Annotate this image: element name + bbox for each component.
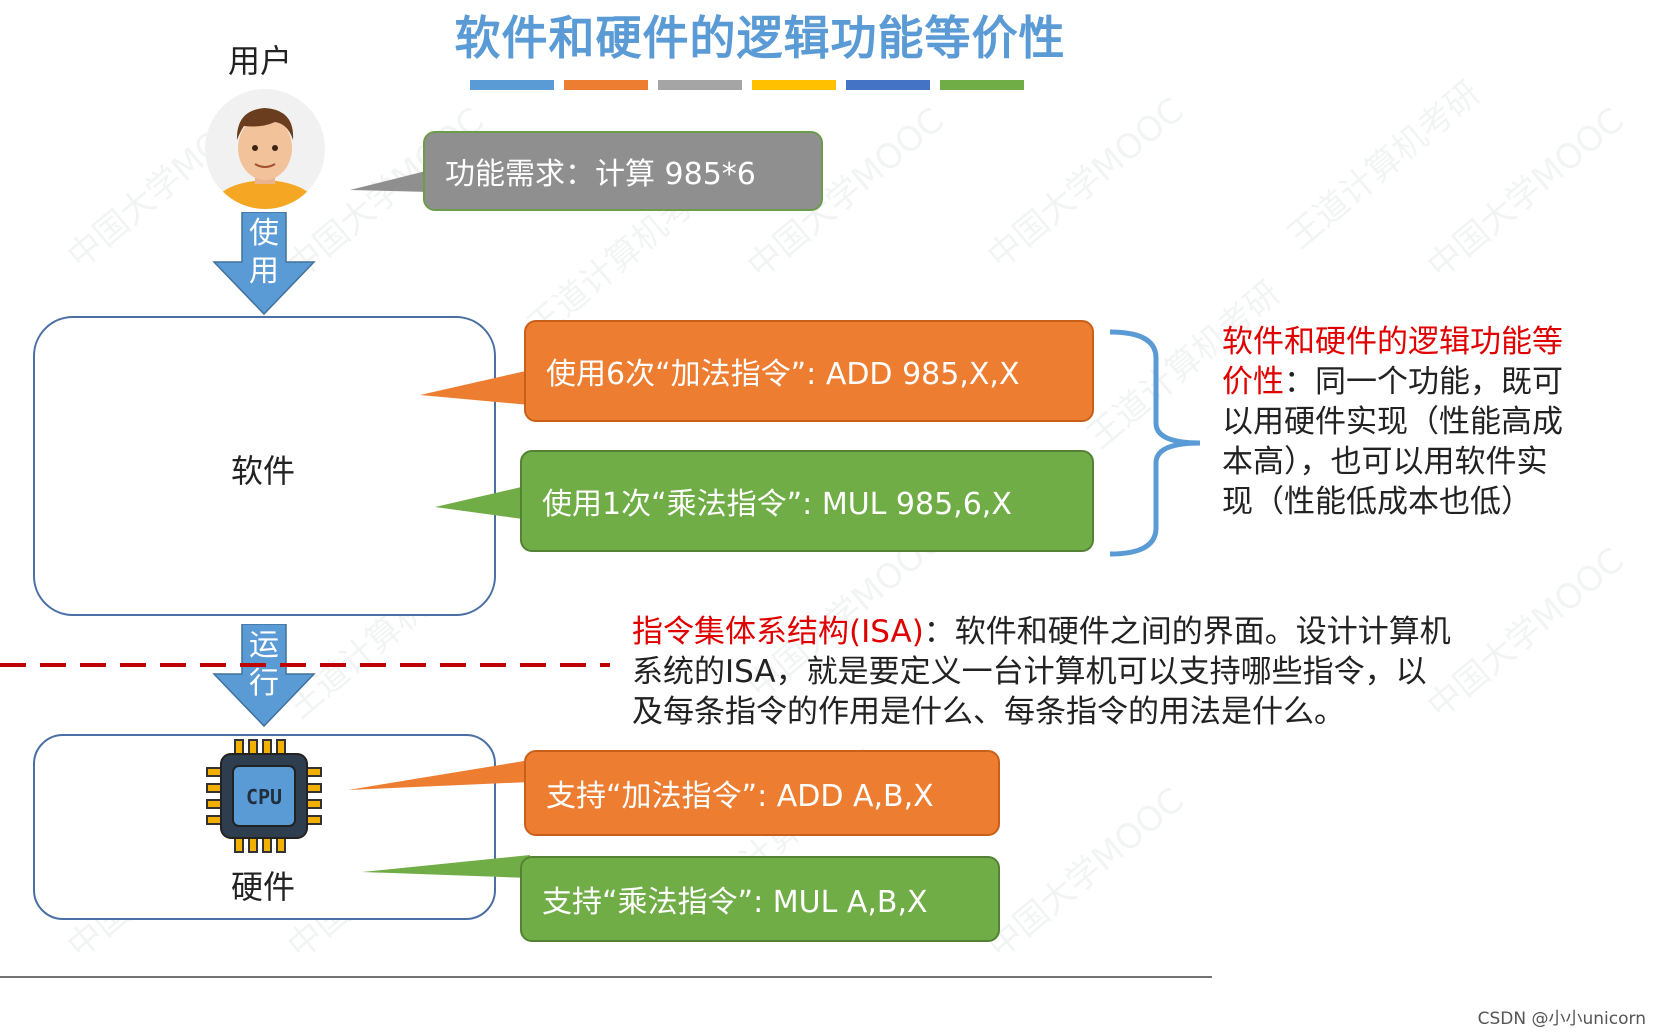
title-color-bar [470,80,1024,90]
mul-instruction-support-bubble: 支持“乘法指令”: MUL A,B,X [520,856,1000,942]
equivalence-note: 软件和硬件的逻辑功能等 价性：同一个功能，既可 以用硬件实现（性能高成 本高），… [1222,322,1642,522]
cpu-chip-icon: CPU [206,739,322,853]
cpu-chip-text: CPU [246,785,282,809]
color-bar-segment [564,80,648,90]
color-bar-segment [658,80,742,90]
footer-credit: CSDN @小小unicorn [1477,1009,1646,1029]
run-arrow [212,624,316,728]
request-bubble: 功能需求：计算 985*6 [423,131,823,211]
software-label: 软件 [231,452,296,490]
isa-boundary-line [0,663,610,667]
mul-instruction-usage-bubble: 使用1次“乘法指令”: MUL 985,6,X [520,450,1094,552]
right-brace [1109,329,1201,557]
equivalence-text: ：同一个功能，既可 [1284,364,1563,400]
isa-line: 系统的ISA，就是要定义一台计算机可以支持哪些指令，以 [632,654,1427,690]
hardware-bubble-tails [348,760,530,878]
add-instruction-usage-bubble: 使用6次“加法指令”: ADD 985,X,X [524,320,1094,422]
watermark-text: 中国大学MOOC [980,90,1192,277]
hardware-label: 硬件 [231,868,296,906]
watermark-text: 中国大学MOOC [1420,100,1632,287]
isa-text: ：软件和硬件之间的界面。设计计算机 [923,614,1451,650]
add-instruction-support-bubble: 支持“加法指令”: ADD A,B,X [524,750,1000,836]
equivalence-line: 本高），也可以用软件实 [1222,444,1548,480]
equivalence-line: 现（性能低成本也低） [1222,484,1532,520]
user-label: 用户 [228,42,293,80]
color-bar-segment [470,80,554,90]
equivalence-highlight: 软件和硬件的逻辑功能等 [1222,324,1563,360]
equivalence-line: 以用硬件实现（性能高成 [1222,404,1563,440]
use-arrow-label-1: 使 [249,216,279,251]
watermark-text: 王道计算机考研 [1280,73,1488,257]
software-panel [33,316,496,616]
use-arrow-label-2: 用 [249,254,279,289]
isa-note: 指令集体系结构(ISA)：软件和硬件之间的界面。设计计算机 系统的ISA，就是要… [632,612,1642,732]
bottom-divider [0,976,1212,978]
request-bubble-tail [350,170,430,192]
run-arrow-label-2: 行 [249,666,279,701]
run-arrow-label-1: 运 [249,628,279,663]
color-bar-segment [940,80,1024,90]
user-avatar-icon [205,89,325,209]
slide-title: 软件和硬件的逻辑功能等价性 [454,11,1066,65]
watermark-text: 中国大学MOOC [980,780,1192,967]
use-arrow [212,212,316,316]
equivalence-highlight-2: 价性 [1222,364,1284,400]
color-bar-segment [846,80,930,90]
isa-line: 及每条指令的作用是什么、每条指令的用法是什么。 [632,694,1345,730]
software-bubble-tails [420,370,530,520]
isa-highlight: 指令集体系结构(ISA) [632,614,924,650]
color-bar-segment [752,80,836,90]
